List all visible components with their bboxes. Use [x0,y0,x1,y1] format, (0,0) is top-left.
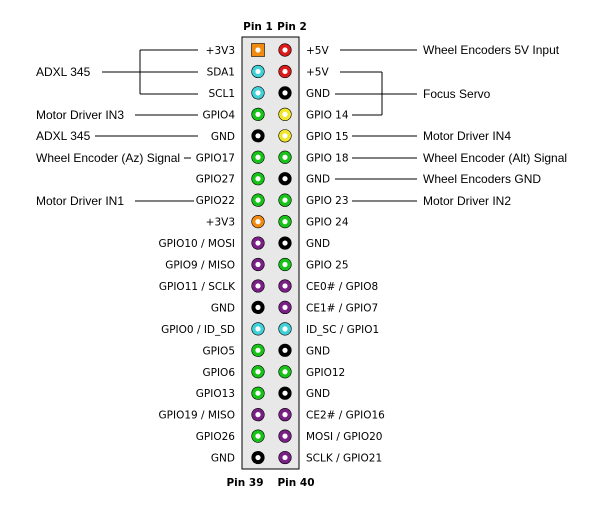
pin-35-hole [255,412,261,418]
pin-25-hole [255,304,261,310]
pin-36-hole [282,412,288,418]
pin-37-label: GPIO26 [196,431,236,443]
pin-28-label: ID_SC / GPIO1 [306,324,379,336]
pin-21-hole [255,261,261,268]
pin-16-label: GPIO 23 [306,195,349,207]
pin-20-hole [282,240,288,246]
pin-14-hole [282,176,288,182]
pin-3-hole [255,68,261,75]
pin-33-hole [255,390,261,396]
pin-38-hole [282,433,288,439]
pin-5-label: SCL1 [208,88,235,100]
pin-2-hole [282,47,288,53]
pin-26-label: CE1# / GPIO7 [306,302,378,314]
pin-30-label: GND [306,345,330,357]
pin-8-label: GPIO 14 [306,109,349,121]
pin-19-label: GPIO10 / MOSI [159,238,236,250]
pin-18-label: GPIO 24 [306,217,349,229]
pin-18-hole [282,219,288,225]
annotation-focus-servo: Focus Servo [423,87,491,101]
pin2-header: Pin 2 [277,21,307,33]
pin-29-label: GPIO5 [202,345,235,357]
pin-17-label: +3V3 [206,217,235,229]
pin-26-hole [282,304,288,310]
pin-9-label: GND [211,131,235,143]
pin-29-hole [255,347,261,353]
pin-33-label: GPIO13 [196,388,235,400]
pin-34-label: GND [306,388,330,400]
pin-16-hole [282,197,288,203]
annotation-wheel-gnd: Wheel Encoders GND [423,172,541,186]
pin-3-label: SDA1 [207,66,235,78]
pin-2-label: +5V [306,45,329,57]
pin-38-label: MOSI / GPIO20 [306,431,383,443]
gpio-header-board [241,36,300,470]
pin-21-label: GPIO9 / MISO [165,260,235,272]
pin-40-hole [282,454,288,461]
pin-39-label: GND [211,453,235,465]
pin-24-label: CE0# / GPIO8 [306,281,378,293]
pin-23-hole [255,283,261,289]
pin-40-label: SCLK / GPIO21 [306,453,382,465]
pin1-header: Pin 1 [243,21,273,33]
pin-15-hole [255,197,261,203]
pin-12-label: GPIO 18 [306,152,349,164]
pin-9-hole [255,133,261,139]
pin-7-label: GPIO4 [202,109,235,121]
pin-20-label: GND [306,238,330,250]
pin-31-hole [255,369,261,375]
pin-23-label: GPIO11 / SCLK [159,281,236,293]
pin-12-hole [282,154,288,160]
pin-19-hole [255,240,261,246]
pin-32-hole [282,369,288,375]
pin-11-label: GPIO17 [196,152,235,164]
annotation-motor-in3: Motor Driver IN3 [36,108,124,122]
pin-24-hole [282,283,288,289]
pin-27-hole [255,326,261,332]
pin-10-hole [282,133,288,139]
pin-22-label: GPIO 25 [306,260,349,272]
pin-27-label: GPIO0 / ID_SD [161,324,235,336]
pin-36-label: CE2# / GPIO16 [306,410,385,422]
annotation-wheel-5v: Wheel Encoders 5V Input [423,43,560,57]
pin-31-label: GPIO6 [202,367,235,379]
annotation-adxl345-bus: ADXL 345 [36,65,91,79]
pin-34-hole [282,390,288,396]
pin-15-label: GPIO22 [196,195,235,207]
annotation-wheel-alt: Wheel Encoder (Alt) Signal [423,151,567,165]
pin39-footer: Pin 39 [226,477,263,489]
pin-28-hole [282,326,288,332]
pin-22-hole [282,261,288,268]
pin-11-hole [255,154,261,160]
pin-30-hole [282,347,288,353]
connector-lines [95,49,417,202]
pin-6-hole [282,90,288,96]
pin-8-hole [282,111,288,117]
pin-10-label: GPIO 15 [306,131,349,143]
pin-13-hole [255,176,261,182]
pin-25-label: GND [211,302,235,314]
annotation-motor-in1: Motor Driver IN1 [36,194,124,208]
annotation-adxl345-gnd: ADXL 345 [36,129,91,143]
pin-13-label: GPIO27 [196,174,235,186]
pin40-footer: Pin 40 [277,477,314,489]
pin-7-hole [255,111,261,117]
pin-1-label: +3V3 [206,45,235,57]
pin-39-hole [255,454,261,461]
annotation-motor-in4: Motor Driver IN4 [423,129,511,143]
pin-6-label: GND [306,88,330,100]
pin-4-label: +5V [306,66,329,78]
annotation-wheel-az: Wheel Encoder (Az) Signal [36,151,180,165]
pin-32-label: GPIO12 [306,367,345,379]
annotation-motor-in2: Motor Driver IN2 [423,194,511,208]
pin-17-hole [255,219,261,225]
pin-5-hole [255,90,261,96]
pin-1-hole [255,47,261,53]
pin-35-label: GPIO19 / MISO [159,410,236,422]
pin-4-hole [282,68,288,75]
pin-37-hole [255,433,261,439]
pin-14-label: GND [306,174,330,186]
